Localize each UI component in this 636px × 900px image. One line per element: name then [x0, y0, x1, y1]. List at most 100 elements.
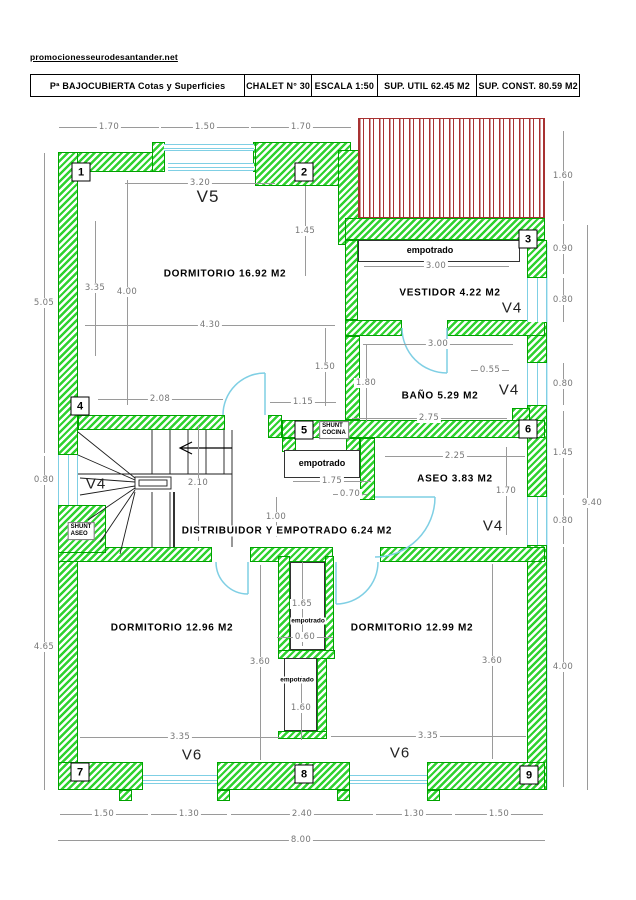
dimension-label: 1.60: [288, 703, 314, 713]
dimension-label: 1.70: [288, 122, 314, 132]
dimension-label: 1.50: [91, 809, 117, 819]
title-block-scale: ESCALA 1:50: [312, 75, 378, 96]
dimension-label: 2.08: [147, 394, 173, 404]
wall-segment: [58, 152, 156, 172]
wall-segment: [345, 336, 360, 420]
dimension-label: 8.00: [288, 835, 314, 845]
dimension-label: 1.15: [290, 397, 316, 407]
wall-segment: [217, 762, 350, 790]
dimension-label: 1.30: [176, 809, 202, 819]
dimension-label: 1.75: [319, 476, 345, 486]
wall-segment: [58, 505, 78, 790]
dimension-label: 4.65: [31, 642, 57, 652]
node-marker: 5: [294, 420, 314, 440]
node-marker: 6: [518, 419, 538, 439]
window-label: V6: [389, 744, 411, 762]
dimension-label: 2.75: [416, 413, 442, 423]
closet-label: empotrado: [279, 676, 315, 684]
dimension-label: 5.05: [31, 298, 57, 308]
window-label: V6: [181, 746, 203, 764]
window-label: V4: [498, 381, 520, 399]
dimension-label: 1.45: [550, 448, 576, 458]
wall-segment: [345, 218, 545, 240]
website-link[interactable]: promocionesseurodesantander.net: [30, 52, 178, 62]
room-label: ASEO 3.83 M2: [415, 473, 495, 485]
dimension-label: 1.50: [312, 362, 338, 372]
dimension-label: 2.25: [442, 451, 468, 461]
wall-segment: [527, 545, 547, 790]
facade-reference-line: [547, 242, 548, 790]
dimension-label: 3.20: [187, 178, 213, 188]
window-glazing: [527, 497, 547, 545]
node-marker: 4: [70, 396, 90, 416]
staircase: [77, 430, 233, 555]
dimension-label: 1.00: [263, 512, 289, 522]
dimension-label: 3.35: [415, 731, 441, 741]
wall-segment: [78, 415, 225, 430]
room-label: DISTRIBUIDOR Y EMPOTRADO 6.24 M2: [179, 525, 395, 537]
dimension-label: 1.50: [486, 809, 512, 819]
dimension-label: 0.80: [550, 379, 576, 389]
closet-label: empotrado: [297, 458, 347, 468]
window-glazing: [168, 163, 254, 171]
wall-segment: [360, 438, 375, 500]
closet-label: empotrado: [405, 245, 455, 255]
roof-hatch-area: [358, 118, 545, 218]
room-label: VESTIDOR 4.22 M2: [397, 287, 503, 299]
window-glazing: [527, 363, 547, 405]
door-swings: [215, 327, 448, 605]
dimension-label: 0.60: [292, 632, 318, 642]
window-glazing: [143, 775, 217, 784]
stair-direction-arrow: [178, 441, 232, 455]
window-glazing: [350, 775, 427, 784]
window-glazing: [164, 144, 254, 151]
dimension-label: 0.80: [31, 475, 57, 485]
closet-label: empotrado: [290, 617, 326, 625]
node-marker: 9: [519, 765, 539, 785]
dimension-label: 0.80: [550, 295, 576, 305]
dimension-label: 3.00: [425, 339, 451, 349]
dimension-label: 3.35: [167, 732, 193, 742]
wall-segment: [345, 320, 402, 336]
title-block-chalet: CHALET N° 30: [245, 75, 312, 96]
closet-outline: [284, 658, 317, 731]
dimension-label: 3.60: [247, 657, 273, 667]
room-label: BAÑO 5.29 M2: [399, 390, 481, 402]
wall-segment: [380, 547, 545, 562]
wall-segment: [217, 790, 230, 801]
wall-segment: [250, 547, 333, 562]
wall-segment: [268, 415, 282, 438]
wall-segment: [346, 438, 360, 452]
dimension-label: 4.00: [114, 287, 140, 297]
window-label: V4: [482, 517, 504, 535]
wall-segment: [447, 320, 545, 336]
wall-segment: [152, 142, 165, 172]
dimension-label: 1.30: [401, 809, 427, 819]
title-block-sup-const: SUP. CONST. 80.59 M2: [478, 80, 578, 91]
wall-segment: [427, 790, 440, 801]
dimension-label: 1.70: [493, 486, 519, 496]
title-block-plan-name: Pª BAJOCUBIERTA Cotas y Superficies: [31, 75, 246, 96]
dimension-label: 3.35: [82, 283, 108, 293]
window-glazing: [58, 455, 78, 505]
wall-segment: [58, 152, 78, 455]
dimension-label: 1.60: [550, 171, 576, 181]
room-label: DORMITORIO 12.99 M2: [348, 622, 476, 634]
dimension-label: 9.40: [579, 498, 605, 508]
node-marker: 8: [294, 764, 314, 784]
room-label: DORMITORIO 16.92 M2: [161, 268, 289, 280]
wall-segment: [119, 790, 132, 801]
dimension-label: 1.70: [96, 122, 122, 132]
dimension-label: 1.45: [292, 226, 318, 236]
dimension-label: 0.80: [550, 516, 576, 526]
dimension-label: 3.60: [479, 656, 505, 666]
dimension-label: 1.50: [192, 122, 218, 132]
wall-segment: [345, 240, 358, 320]
dimension-label: 2.10: [185, 478, 211, 488]
wall-segment: [527, 240, 547, 278]
dimension-label: 1.80: [353, 378, 379, 388]
